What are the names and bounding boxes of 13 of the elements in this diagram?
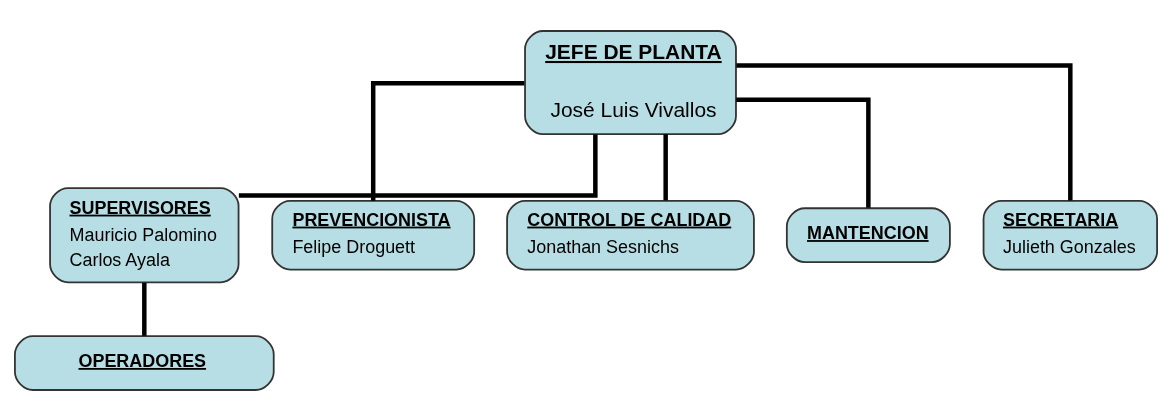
node-box: SUPERVISORES Mauricio Palomino Carlos Ayala (49, 186, 240, 283)
connector (142, 282, 147, 336)
node-box: JEFE DE PLANTA José Luis Vivallos (524, 29, 737, 135)
node-box: MANTENCION (785, 206, 951, 263)
node-box: OPERADORES (14, 334, 275, 391)
connector (370, 80, 525, 201)
node-box: CONTROL DE CALIDAD Jonathan Sesnichs (506, 199, 755, 270)
connector (736, 62, 1073, 200)
connector (238, 133, 598, 198)
node-box: PREVENCIONISTA Felipe Droguett (271, 199, 476, 270)
connector (736, 97, 871, 208)
connector (663, 133, 668, 200)
node-box: SECRETARIA Julieth Gonzales (982, 199, 1158, 270)
